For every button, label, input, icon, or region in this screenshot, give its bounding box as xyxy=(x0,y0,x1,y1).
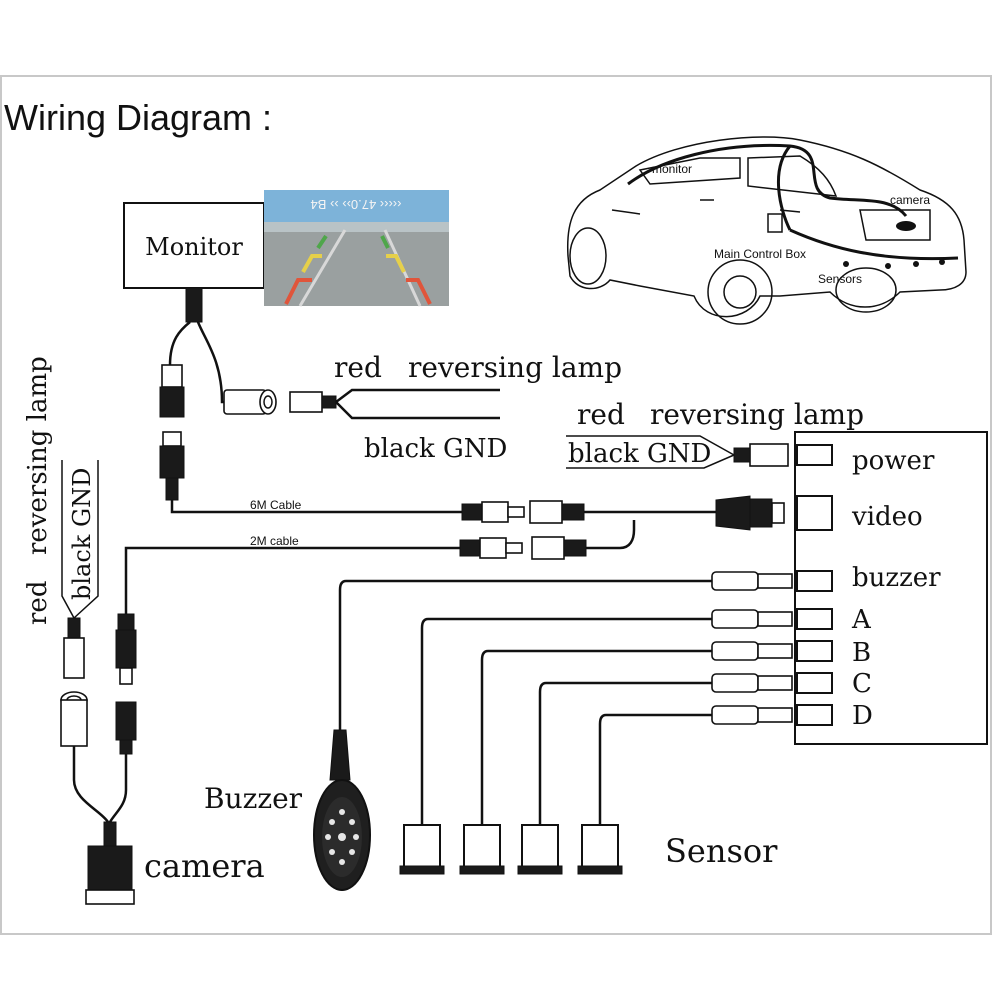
sensor-b-wire xyxy=(480,649,712,825)
camera-power-red-label: red xyxy=(23,581,53,625)
port-plugs xyxy=(711,571,793,725)
sensor-a-wire xyxy=(420,617,712,825)
rear-camera xyxy=(85,821,135,905)
six-m-cable xyxy=(170,500,462,514)
six-m-rca-pair xyxy=(461,500,716,524)
sensor-b xyxy=(459,824,505,875)
box-power-red-label: red xyxy=(577,398,625,431)
car-wire-route xyxy=(627,143,959,261)
car-main-control-box-label: Main Control Box xyxy=(714,247,806,261)
monitor-power-red-label: red xyxy=(334,351,382,384)
sensor-d-wire xyxy=(598,713,712,825)
camera-video-rca xyxy=(108,613,137,823)
camera-power-gnd-label: black GND xyxy=(68,468,96,600)
guide-line-green xyxy=(316,234,390,250)
camera-power-plug xyxy=(60,617,110,823)
port-a: A xyxy=(851,605,872,635)
monitor-video-rca xyxy=(159,364,185,501)
sensor-label: Sensor xyxy=(665,832,778,870)
two-m-cable xyxy=(124,546,460,614)
monitor-power-gnd-label: black GND xyxy=(364,434,507,464)
car-sensors-label: Sensors xyxy=(818,272,862,286)
sensor-c-wire xyxy=(538,681,712,825)
box-power-plug xyxy=(566,435,789,469)
buzzer-label: Buzzer xyxy=(204,782,303,815)
sensor-d xyxy=(577,824,623,875)
port-power: power xyxy=(852,446,935,476)
monitor-cable-boot xyxy=(185,287,203,323)
car-monitor-label: monitor xyxy=(652,162,692,176)
port-buzzer: buzzer xyxy=(852,563,941,593)
port-d: D xyxy=(852,701,873,731)
car-illustration xyxy=(566,136,967,325)
video-input-connector xyxy=(715,495,785,531)
guide-line-yellow xyxy=(301,254,406,273)
port-b: B xyxy=(852,638,871,668)
monitor-power-lamp-label: reversing lamp xyxy=(408,351,622,384)
diagram-title: Wiring Diagram : xyxy=(4,97,272,138)
two-m-cable-label: 2M cable xyxy=(250,534,299,548)
camera-power-lamp-label: reversing lamp xyxy=(23,356,53,555)
box-power-gnd-label: black GND xyxy=(568,439,711,469)
port-video: video xyxy=(851,502,923,532)
buzzer-wire xyxy=(338,579,712,735)
screen-overlay-text: ‹‹‹‹‹ 47.0›› ›› B4 xyxy=(311,197,402,212)
sensor-c xyxy=(517,824,563,875)
monitor-unit: Monitor ‹‹‹‹‹ 47.0›› ›› B4 xyxy=(123,190,449,404)
main-control-box: power video buzzer A B C D xyxy=(794,431,988,745)
car-camera-label: camera xyxy=(890,193,930,207)
port-c: C xyxy=(852,669,872,699)
six-m-cable-label: 6M Cable xyxy=(250,498,302,512)
camera-label: camera xyxy=(144,847,265,885)
monitor-label: Monitor xyxy=(145,233,243,261)
box-power-lamp-label: reversing lamp xyxy=(650,398,864,431)
two-m-rca-pair xyxy=(459,520,636,560)
monitor-power-plug xyxy=(223,388,500,420)
buzzer-device xyxy=(313,729,371,891)
sensor-a xyxy=(399,824,445,875)
diagram-frame xyxy=(0,75,992,935)
monitor-screen: ‹‹‹‹‹ 47.0›› ›› B4 xyxy=(264,190,449,307)
guide-line-red xyxy=(284,278,432,305)
control-box-outline xyxy=(794,431,988,745)
